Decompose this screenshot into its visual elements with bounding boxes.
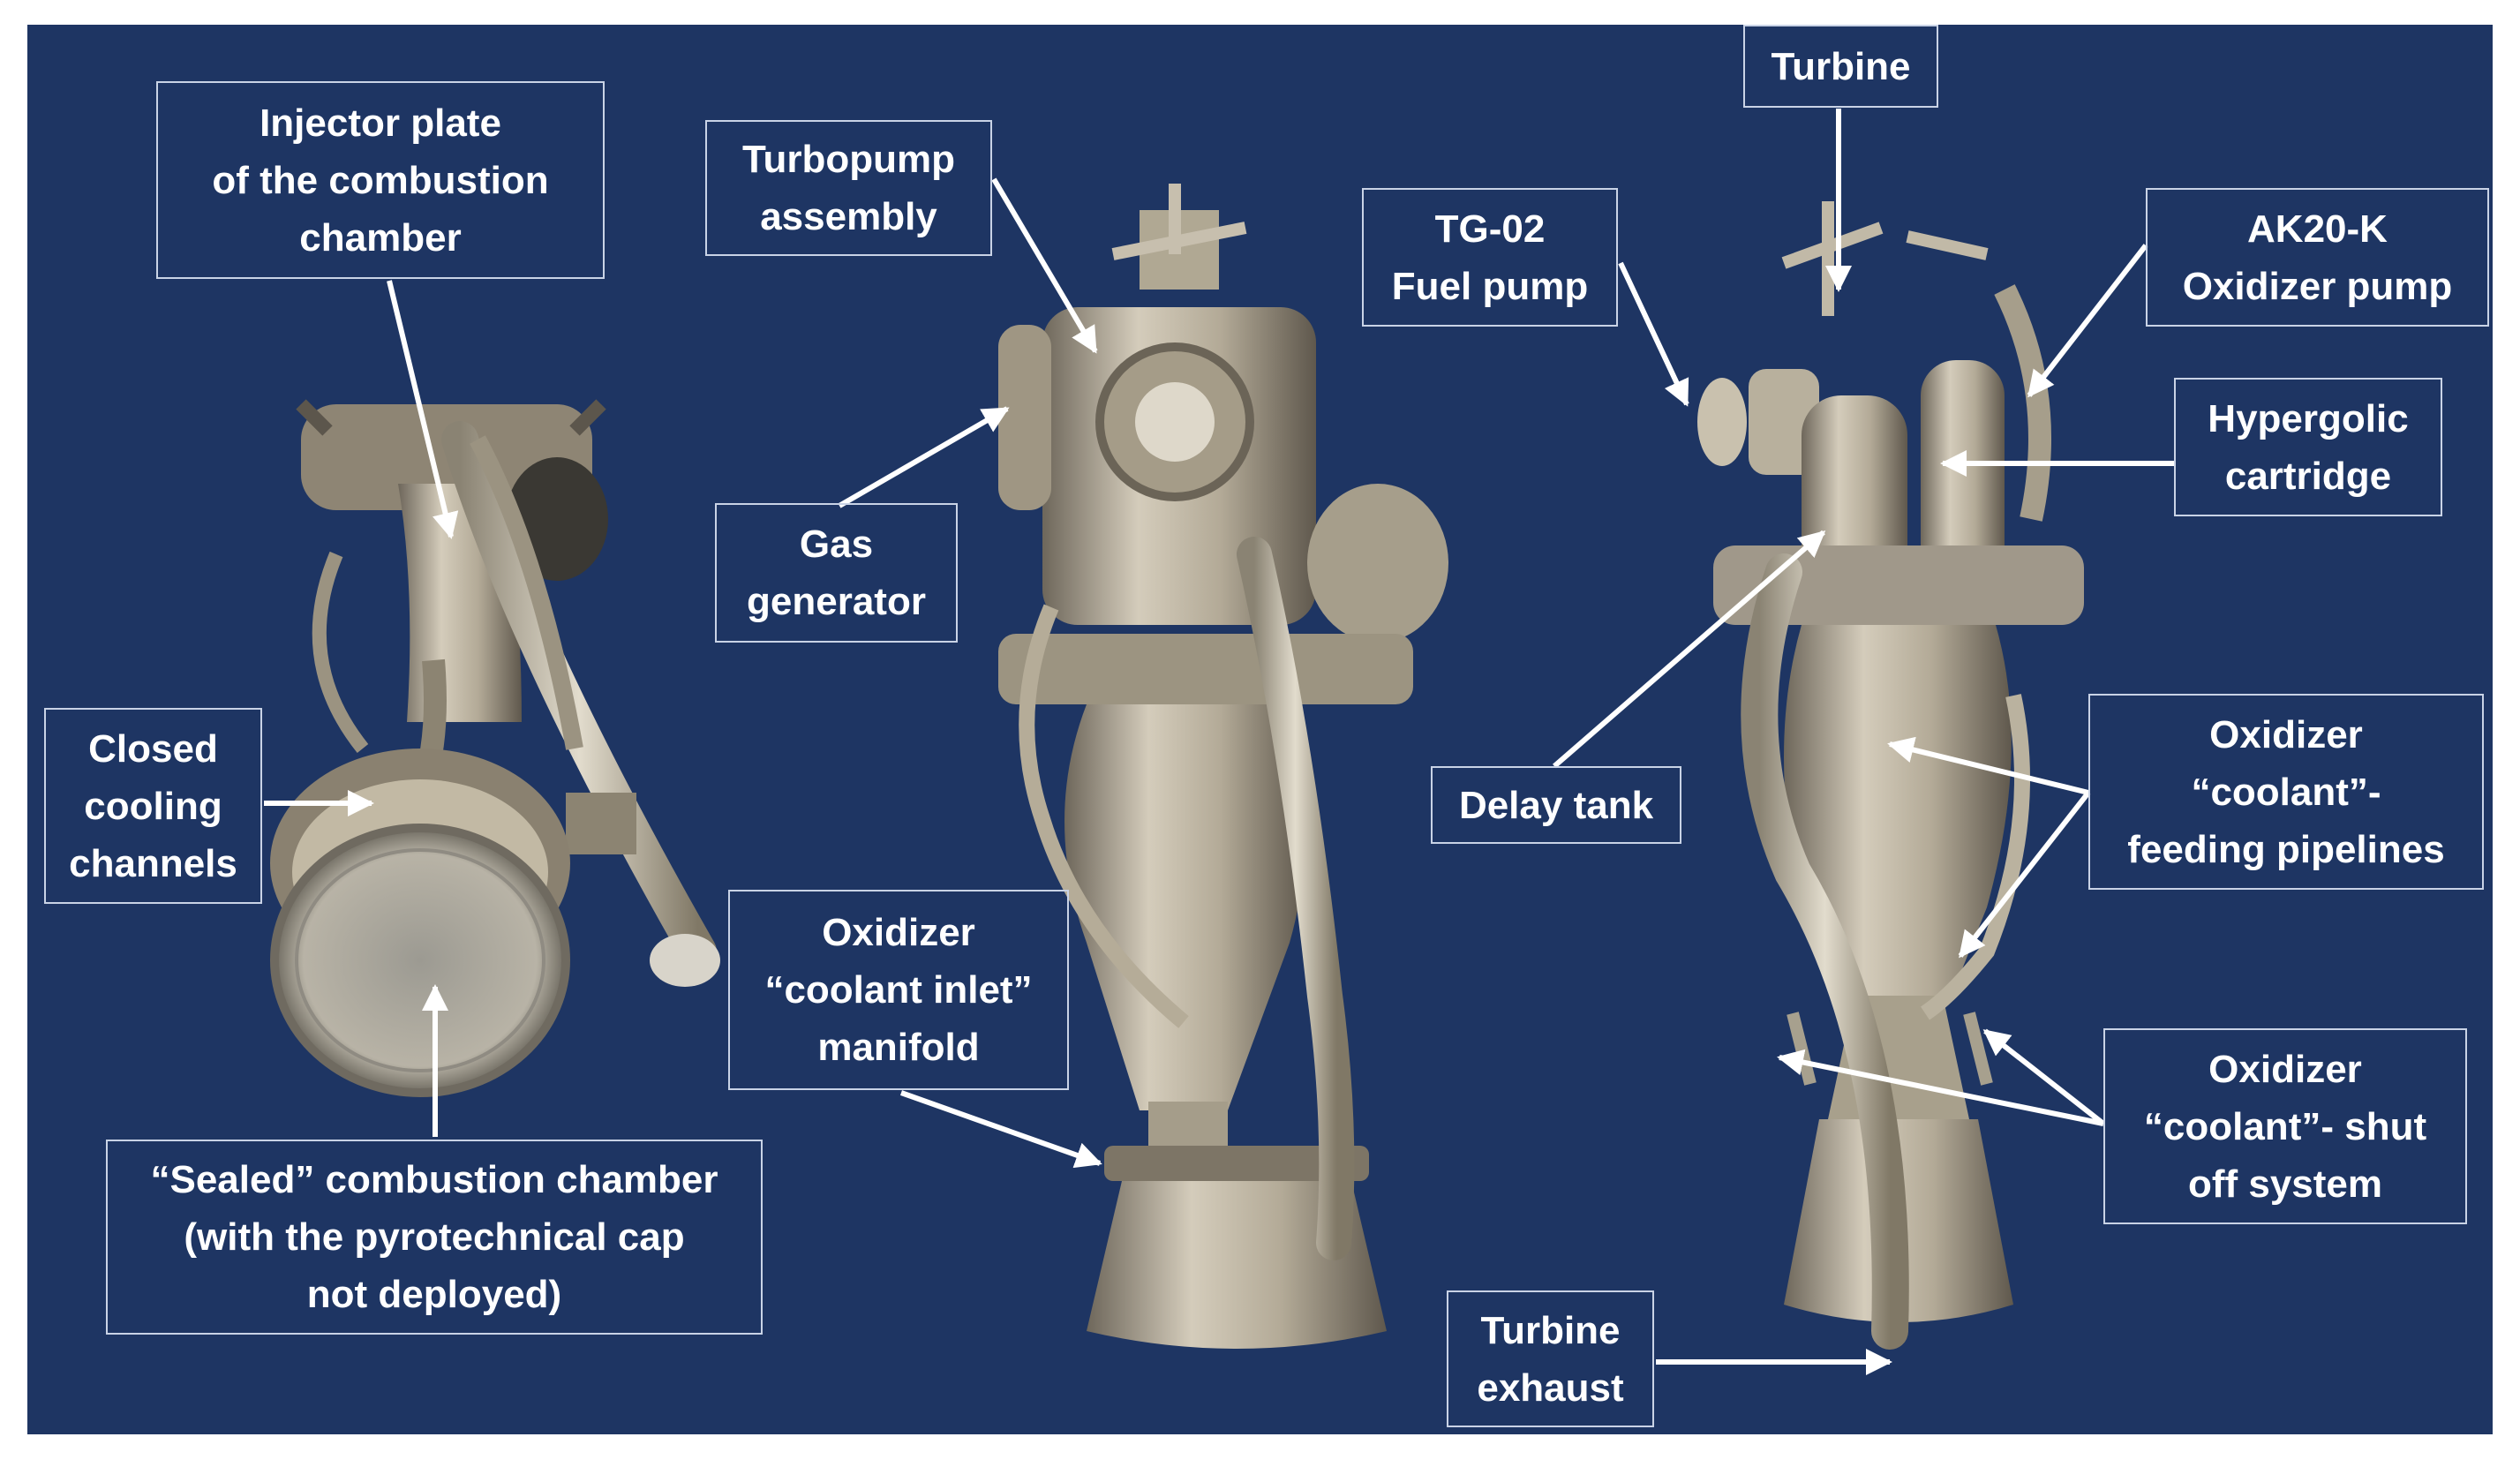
engine-middle-manifold-ring	[998, 634, 1413, 704]
label-turbine-exhaust-text: Turbine exhaust	[1477, 1308, 1624, 1410]
label-gas-generator-text: Gas generator	[747, 523, 926, 623]
label-closed-cooling-channels: Closed cooling channels	[44, 708, 262, 904]
engine-middle-nozzle	[1087, 1181, 1387, 1349]
label-delay-tank-text: Delay tank	[1458, 783, 1654, 827]
label-oxidizer-coolant-inlet-manifold: Oxidizer “coolant inlet” manifold	[728, 890, 1069, 1090]
label-oxidizer-pump: AK20-K Oxidizer pump	[2146, 188, 2489, 327]
label-fuel-pump: TG-02 Fuel pump	[1362, 188, 1618, 327]
figure-panel: Injector plate of the combustion chamber…	[27, 25, 2493, 1434]
label-turbopump-assembly: Turbopump assembly	[705, 120, 992, 256]
engine-left-bracket	[566, 793, 636, 854]
label-closed-cooling-channels-text: Closed cooling channels	[69, 726, 237, 885]
arrow-oxidizer-pump	[2027, 244, 2148, 398]
engine-right-shut-off-valves	[1787, 1012, 1993, 1086]
label-hypergolic-cartridge: Hypergolic cartridge	[2174, 378, 2442, 516]
arrow-delay-tank	[1553, 530, 1826, 769]
label-coolant-feeding-pipelines: Oxidizer “coolant”- feeding pipelines	[2088, 694, 2484, 890]
arrow-feeding-2	[1958, 791, 2091, 959]
engine-right	[1697, 201, 2084, 1350]
label-turbine-exhaust: Turbine exhaust	[1447, 1290, 1654, 1427]
label-turbopump-assembly-text: Turbopump assembly	[741, 138, 956, 238]
engine-right-exhaust-pipe	[1741, 553, 1909, 1350]
arrow-injector-plate	[387, 280, 459, 539]
label-oxidizer-coolant-inlet-manifold-text: Oxidizer “coolant inlet” manifold	[764, 911, 1033, 1069]
engine-middle-gas-generator	[998, 325, 1051, 510]
label-oxidizer-pump-text: AK20-K Oxidizer pump	[2182, 207, 2453, 308]
arrow-shutoff-1	[1777, 1049, 2104, 1126]
engine-right-coolant-feed-pipe	[1920, 694, 2030, 1020]
engine-right-oxidizer-pump-line	[1994, 284, 2051, 522]
arrow-feeding-1	[1887, 736, 2089, 795]
engine-illustration	[264, 109, 2174, 1375]
label-injector-plate: Injector plate of the combustion chamber	[156, 81, 605, 279]
label-injector-plate-text: Injector plate of the combustion chamber	[212, 101, 549, 260]
engine-middle-exhaust-pipe	[1237, 537, 1355, 1260]
engine-middle-coolant-inlet-manifold	[1104, 1146, 1369, 1181]
label-coolant-feeding-pipelines-text: Oxidizer “coolant”- feeding pipelines	[2127, 712, 2445, 871]
label-turbine: Turbine	[1743, 25, 1938, 108]
label-fuel-pump-text: TG-02 Fuel pump	[1391, 207, 1589, 308]
label-delay-tank: Delay tank	[1431, 766, 1681, 844]
engine-middle-chamber	[1064, 704, 1305, 1110]
engine-right-turbine-piping	[1781, 201, 1989, 316]
label-gas-generator: Gas generator	[715, 503, 958, 643]
callout-arrows	[264, 109, 2174, 1375]
arrow-gas-generator	[838, 406, 1010, 508]
label-turbine-text: Turbine	[1771, 44, 1911, 88]
label-coolant-shut-off-system: Oxidizer “coolant”- shut off system	[2103, 1028, 2467, 1224]
label-sealed-combustion-chamber: “Sealed” combustion chamber (with the py…	[106, 1140, 763, 1335]
label-coolant-shut-off-system-text: Oxidizer “coolant”- shut off system	[2143, 1047, 2427, 1206]
engine-left-nozzle-cap	[270, 824, 570, 1097]
engine-middle	[998, 184, 1448, 1349]
arrow-shutoff-2	[1982, 1028, 2105, 1126]
label-sealed-combustion-chamber-text: “Sealed” combustion chamber (with the py…	[150, 1158, 718, 1316]
engine-right-manifold-ring	[1713, 545, 2084, 625]
arrow-fuel-pump	[1618, 261, 1689, 407]
arrow-turbopump	[991, 177, 1098, 354]
label-hypergolic-cartridge-text: Hypergolic cartridge	[2208, 396, 2409, 498]
engine-left	[270, 399, 720, 1097]
arrow-coolant-inlet	[899, 1090, 1102, 1169]
engine-right-chamber	[1784, 625, 2012, 996]
